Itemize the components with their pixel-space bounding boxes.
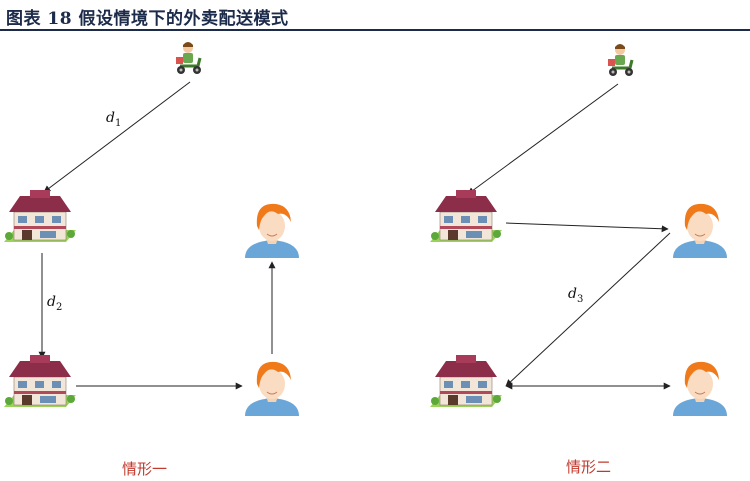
scenario1-caption: 情形一	[122, 460, 167, 478]
arrow-rider-to-store3	[467, 83, 619, 195]
scooter-rider-icon	[606, 42, 635, 78]
customer-avatar-icon	[244, 203, 300, 259]
title-divider	[0, 29, 750, 31]
restaurant-building-icon	[429, 189, 503, 243]
distance-label-d3-sub: 3	[577, 294, 583, 305]
distance-label-d2-sub: 2	[56, 302, 62, 313]
restaurant-building-icon	[3, 189, 77, 243]
arrow-store3-to-customer3	[505, 222, 669, 233]
distance-label-d1-sub: 1	[115, 118, 121, 129]
distance-label-d3-base: d	[568, 286, 577, 302]
customer-avatar-icon	[672, 203, 728, 259]
distance-label-d1-base: d	[106, 110, 115, 126]
scooter-rider-icon	[174, 40, 203, 76]
customer-avatar-icon	[244, 361, 300, 417]
distance-label-d2-base: d	[47, 294, 56, 310]
arrow-customer3-to-store4	[505, 232, 671, 387]
page-title: 图表 18 假设情境下的外卖配送模式	[6, 9, 289, 29]
customer-avatar-icon	[672, 361, 728, 417]
scenario2-caption: 情形二	[566, 458, 611, 476]
restaurant-building-icon	[429, 354, 503, 408]
restaurant-building-icon	[3, 354, 77, 408]
distance-label-d1: d1	[106, 110, 121, 129]
distance-label-d2: d2	[47, 294, 62, 313]
arrow-rider-to-store1	[43, 81, 191, 193]
distance-label-d3: d3	[568, 286, 583, 305]
